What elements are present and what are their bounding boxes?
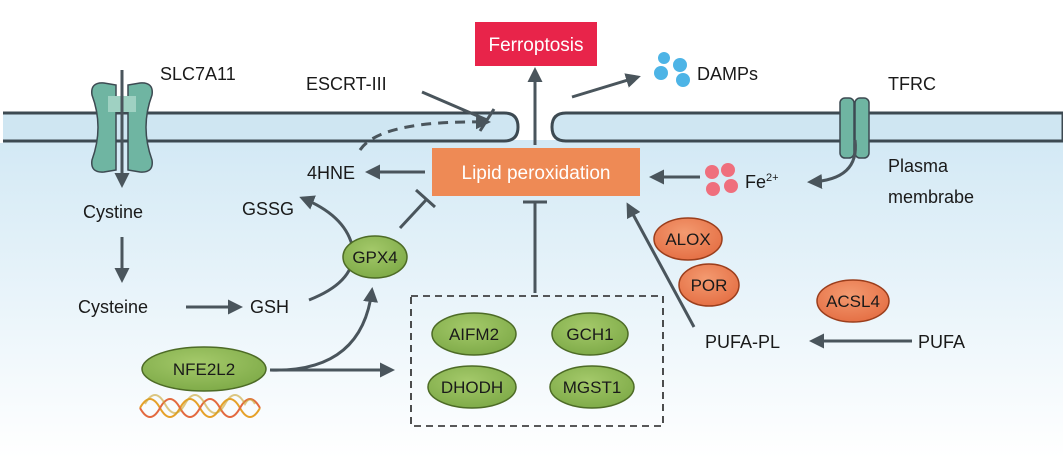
fe-charge: 2+ — [766, 172, 779, 184]
plasma-membrane — [0, 111, 1063, 143]
pufa-label: PUFA — [918, 332, 965, 352]
mgst1-node: MGST1 — [549, 365, 635, 409]
acsl4-label: ACSL4 — [826, 292, 880, 311]
por-label: POR — [691, 276, 728, 295]
inhibition-lines — [398, 90, 547, 293]
alox-label: ALOX — [665, 230, 710, 249]
mgst1-label: MGST1 — [563, 378, 622, 397]
ferroptosis-label: Ferroptosis — [488, 35, 583, 56]
plasma-membrane-label-line2: membrabe — [888, 187, 974, 207]
fe-symbol: Fe — [745, 172, 766, 192]
lipid-peroxidation-label: Lipid peroxidation — [462, 163, 611, 184]
hne-label: 4HNE — [307, 163, 355, 183]
slc7a11-label: SLC7A11 — [160, 64, 236, 84]
fe-label: Fe2+ — [745, 172, 779, 192]
slc7a11-transporter-icon — [91, 82, 153, 173]
cystine-label: Cystine — [83, 202, 143, 222]
pathway-arrows — [114, 67, 912, 378]
plasma-membrane-label-line1: Plasma — [888, 156, 949, 176]
tfrc-label: TFRC — [888, 74, 936, 94]
nfe2l2-node: NFE2L2 — [141, 346, 267, 392]
dhodh-label: DHODH — [441, 378, 503, 397]
pufa-pl-label: PUFA-PL — [705, 332, 780, 352]
aifm2-label: AIFM2 — [449, 325, 499, 344]
hne-to-membrane-dashed-arrow — [358, 114, 491, 151]
acsl4-node: ACSL4 — [816, 279, 890, 323]
gpx4-label: GPX4 — [352, 248, 397, 267]
nfe2l2-targets-dashed-box — [410, 295, 664, 427]
damps-label: DAMPs — [697, 64, 758, 84]
dhodh-node: DHODH — [427, 365, 517, 409]
ferroptosis-box — [475, 22, 597, 66]
iron-dots-icon — [705, 163, 738, 196]
nfe2l2-label: NFE2L2 — [173, 360, 235, 379]
cysteine-label: Cysteine — [78, 297, 148, 317]
escrt-label: ESCRT-III — [306, 74, 387, 94]
gssg-label: GSSG — [242, 199, 294, 219]
gch1-label: GCH1 — [566, 325, 613, 344]
gch1-node: GCH1 — [551, 312, 629, 356]
gpx4-node: GPX4 — [342, 235, 408, 279]
aifm2-node: AIFM2 — [431, 312, 517, 356]
tfrc-receptor-icon — [839, 97, 870, 159]
dna-helix-icon — [139, 394, 261, 418]
alox-node: ALOX — [653, 217, 723, 261]
damps-dots-icon — [654, 52, 690, 87]
por-node: POR — [678, 263, 740, 307]
lipid-peroxidation-box — [432, 148, 640, 196]
gsh-label: GSH — [250, 297, 289, 317]
